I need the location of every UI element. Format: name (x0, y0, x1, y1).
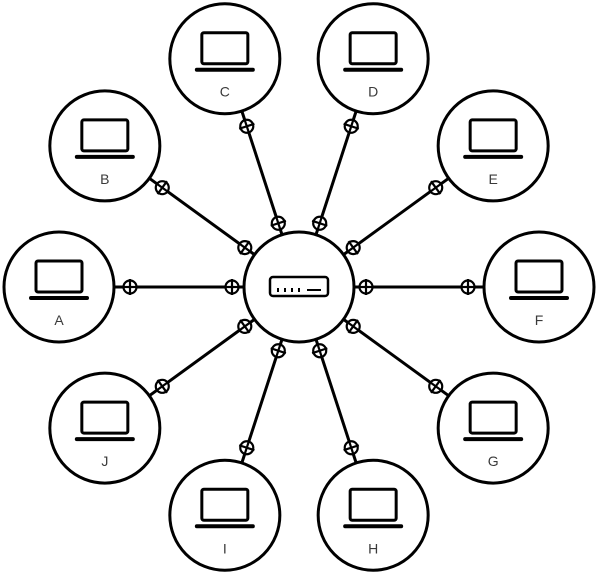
device-node-G[interactable]: G (436, 371, 550, 485)
port-connector-icon (343, 118, 360, 135)
port-connector-icon (345, 318, 361, 334)
device-label: A (54, 312, 64, 328)
port-connector-icon (428, 180, 444, 196)
laptop-icon (194, 487, 255, 529)
device-node-H[interactable]: H (316, 458, 430, 572)
port-connector-icon (345, 240, 361, 256)
hub-switch-node[interactable] (242, 230, 356, 344)
device-label: D (368, 84, 378, 100)
laptop-icon (343, 31, 404, 72)
port-connector-icon (238, 439, 255, 456)
device-node-C[interactable]: C (168, 2, 282, 116)
port-connector-icon (238, 118, 255, 135)
port-connector-icon (343, 439, 360, 456)
device-node-E[interactable]: E (436, 89, 550, 203)
port-connector-icon (122, 279, 138, 295)
device-label: H (368, 540, 378, 556)
port-connector-icon (154, 180, 170, 196)
device-label: G (488, 453, 499, 469)
port-connector-icon (270, 215, 287, 232)
device-label: F (535, 312, 544, 328)
port-connector-icon (428, 378, 444, 394)
device-label: B (100, 171, 109, 187)
port-connector-icon (224, 279, 240, 295)
port-connector-icon (270, 342, 287, 359)
laptop-icon (463, 118, 524, 159)
device-label: J (101, 453, 108, 469)
port-connector-icon (311, 342, 328, 359)
device-node-A[interactable]: A (2, 230, 116, 344)
devices-layer: A B C D E F G H I J (2, 2, 596, 572)
device-node-D[interactable]: D (316, 2, 430, 116)
laptop-icon (74, 118, 135, 159)
laptop-icon (463, 400, 524, 442)
port-connector-icon (237, 240, 253, 256)
device-node-J[interactable]: J (48, 371, 162, 485)
device-node-I[interactable]: I (168, 458, 282, 572)
connectors-layer (122, 118, 476, 456)
device-label: E (488, 171, 497, 187)
device-node-F[interactable]: F (482, 230, 596, 344)
laptop-icon (29, 259, 89, 300)
port-connector-icon (154, 378, 170, 394)
switch-icon (268, 275, 330, 298)
port-connector-icon (237, 318, 253, 334)
port-connector-icon (460, 279, 476, 295)
device-label: I (223, 540, 227, 556)
port-connector-icon (358, 279, 374, 295)
laptop-icon (343, 487, 404, 529)
laptop-icon (74, 400, 135, 442)
device-label: C (220, 84, 230, 100)
device-node-B[interactable]: B (48, 89, 162, 203)
laptop-icon (194, 31, 255, 72)
laptop-icon (509, 259, 569, 300)
port-connector-icon (311, 215, 328, 232)
